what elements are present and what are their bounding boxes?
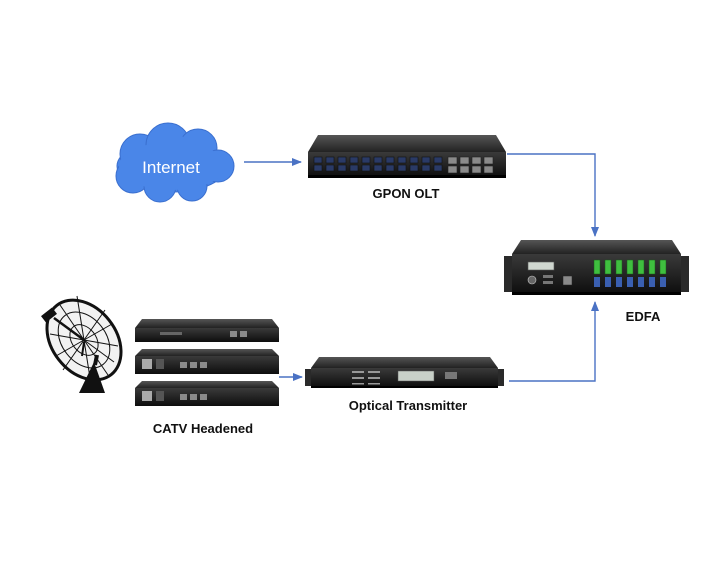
internet-label: Internet xyxy=(142,158,200,177)
catv-headend-label: CATV Headened xyxy=(153,421,253,436)
gpon-olt-label: GPON OLT xyxy=(373,186,440,201)
optical-transmitter-device: Optical Transmitter xyxy=(305,357,504,413)
catv-headend-stack: CATV Headened xyxy=(135,319,279,436)
edge-optical-transmitter-to-edfa xyxy=(509,301,599,382)
edfa-label: EDFA xyxy=(626,309,661,324)
gpon-olt-device: GPON OLT xyxy=(308,135,506,201)
edge-gpon-olt-to-edfa xyxy=(507,153,599,237)
edfa-device: EDFA xyxy=(504,240,689,324)
satellite-dish-icon xyxy=(41,295,123,393)
optical-transmitter-label: Optical Transmitter xyxy=(349,398,467,413)
internet-cloud: Internet xyxy=(115,122,235,203)
